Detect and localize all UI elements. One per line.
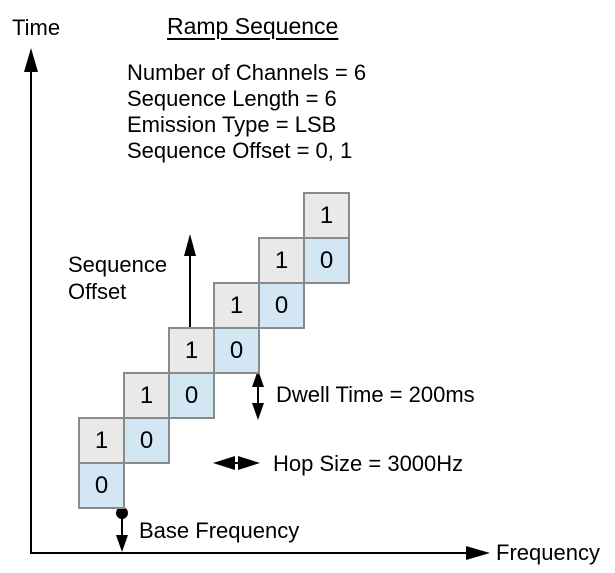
- sequence-offset-label: Sequence Offset: [68, 251, 167, 305]
- sequence-cell: 1: [78, 417, 125, 464]
- hop-size-arrowhead-left-icon: [213, 456, 235, 470]
- sequence-cell: 0: [213, 327, 260, 374]
- parameter-sequence-length: Sequence Length = 6: [127, 86, 337, 111]
- diagram-title: Ramp Sequence: [167, 13, 339, 39]
- time-axis-label: Time: [12, 15, 61, 40]
- frequency-axis-label: Frequency: [496, 540, 600, 565]
- sequence-cell: 0: [78, 462, 125, 509]
- sequence-cell: 1: [258, 237, 305, 284]
- frequency-axis: [30, 546, 490, 560]
- sequence-offset-arrowhead-icon: [184, 234, 196, 256]
- sequence-cell: 1: [303, 192, 350, 239]
- frequency-axis-arrowhead-icon: [466, 546, 490, 560]
- hop-size-arrow: [213, 456, 260, 470]
- sequence-cell: 1: [123, 372, 170, 419]
- time-axis-arrowhead-icon: [24, 48, 38, 72]
- sequence-offset-arrow: [184, 234, 196, 328]
- sequence-cell: 0: [123, 417, 170, 464]
- base-frequency-arrowhead-icon: [116, 535, 128, 552]
- dwell-time-arrow: [252, 370, 264, 420]
- hop-size-label: Hop Size = 3000Hz: [273, 451, 464, 476]
- parameter-emission-type: Emission Type = LSB: [127, 112, 337, 137]
- parameter-list: Number of Channels = 6 Sequence Length =…: [127, 60, 366, 164]
- sequence-cell: 1: [168, 327, 215, 374]
- dwell-time-arrowhead-down-icon: [252, 403, 264, 420]
- sequence-cell: 0: [258, 282, 305, 329]
- sequence-cell: 0: [303, 237, 350, 284]
- base-frequency-marker: [116, 507, 128, 552]
- dwell-time-label: Dwell Time = 200ms: [276, 382, 475, 407]
- parameter-sequence-offset: Sequence Offset = 0, 1: [127, 138, 353, 163]
- sequence-cell: 1: [213, 282, 260, 329]
- hop-size-arrowhead-right-icon: [238, 456, 260, 470]
- dwell-time-arrowhead-up-icon: [252, 370, 264, 387]
- sequence-offset-label-line2: Offset: [68, 279, 127, 304]
- time-axis: [24, 48, 38, 553]
- sequence-offset-label-line1: Sequence: [68, 252, 168, 277]
- parameter-number-of-channels: Number of Channels = 6: [127, 60, 367, 85]
- base-frequency-label: Base Frequency: [139, 518, 300, 543]
- sequence-cell: 0: [168, 372, 215, 419]
